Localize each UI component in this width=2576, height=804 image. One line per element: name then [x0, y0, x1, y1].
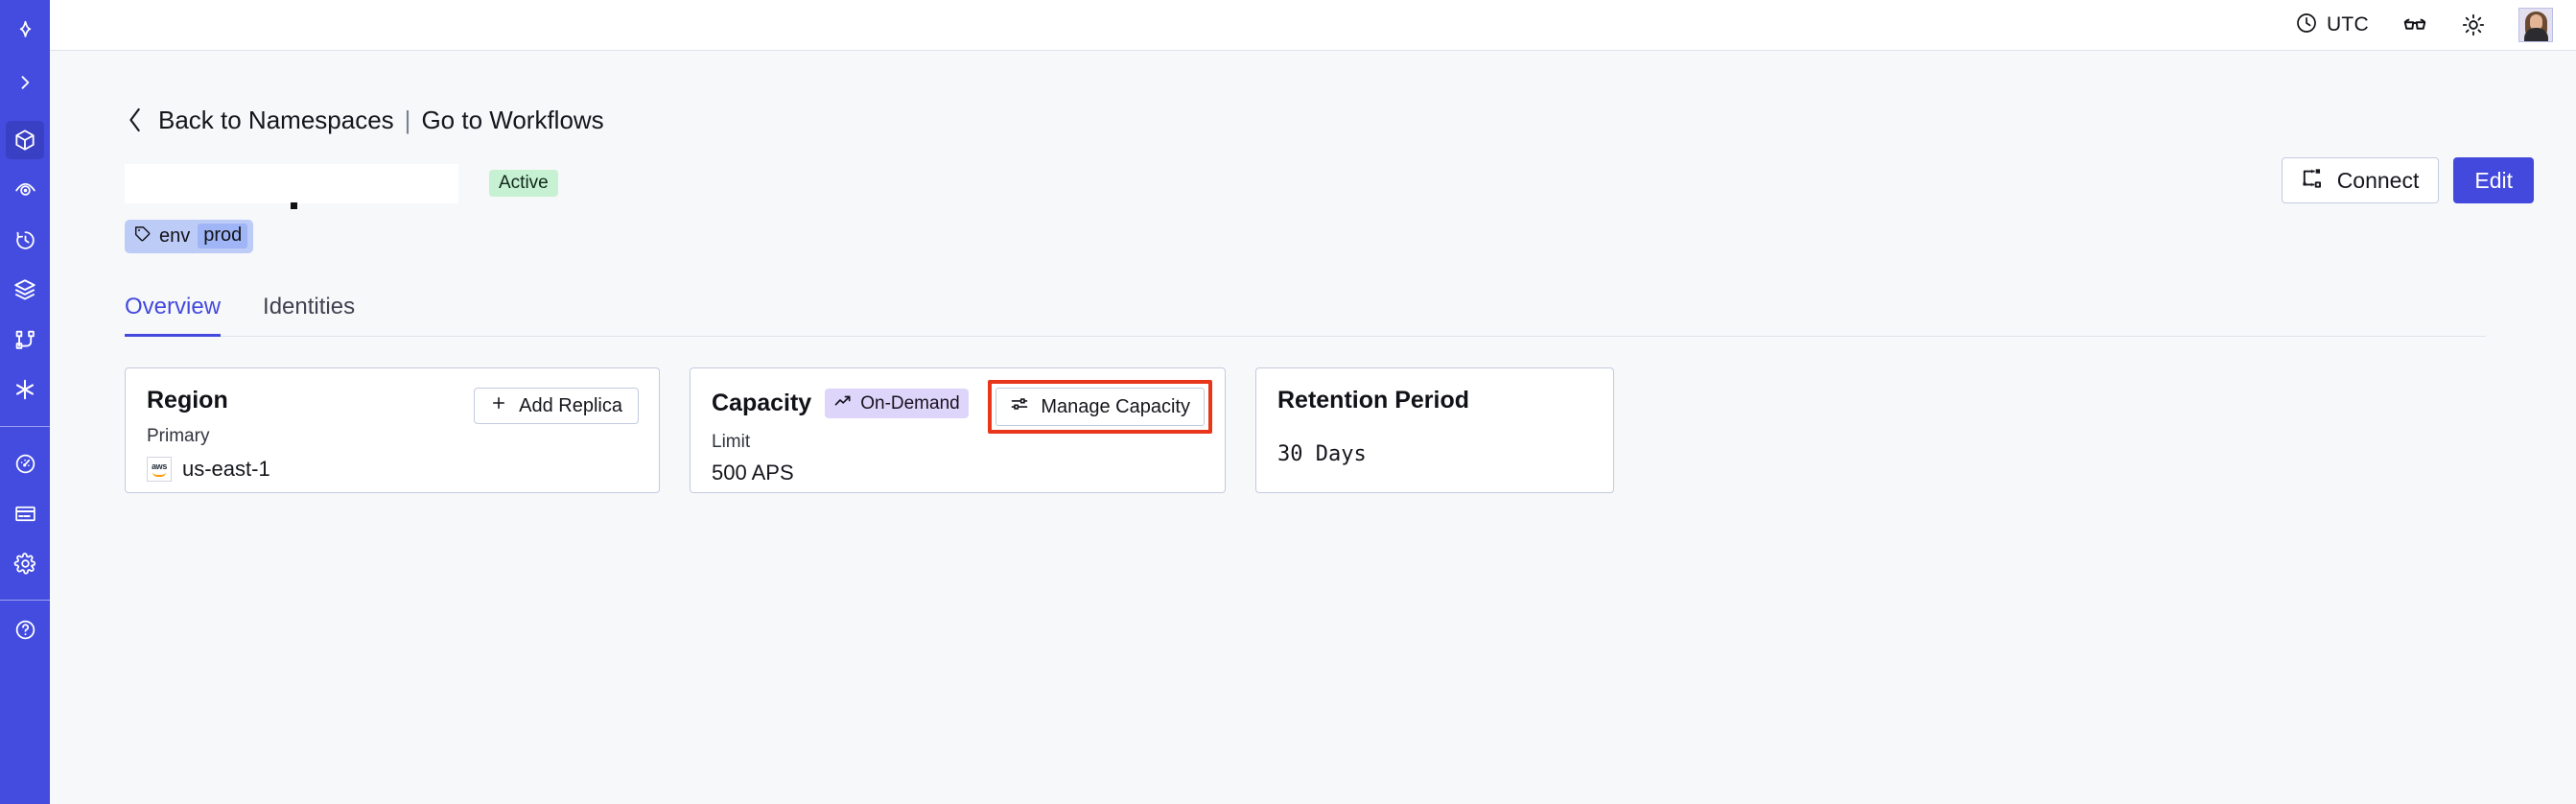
- chevron-left-icon[interactable]: [125, 105, 146, 135]
- chevron-right-icon[interactable]: [6, 63, 44, 102]
- sidebar-item-usage[interactable]: [6, 444, 44, 483]
- manage-capacity-label: Manage Capacity: [1041, 395, 1190, 417]
- reading-glasses-icon[interactable]: [2401, 12, 2428, 38]
- sidebar-item-help[interactable]: [6, 610, 44, 649]
- go-to-workflows-link[interactable]: Go to Workflows: [421, 105, 604, 134]
- status-badge: Active: [489, 169, 558, 198]
- manage-capacity-highlight: Manage Capacity: [988, 380, 1212, 434]
- retention-value: 30 Days: [1277, 442, 1367, 466]
- plus-icon: [490, 394, 507, 417]
- namespace-title-redacted: [125, 163, 458, 209]
- sidebar-item-namespaces[interactable]: [6, 121, 44, 159]
- manage-capacity-button[interactable]: Manage Capacity: [995, 388, 1205, 426]
- connect-icon: [2300, 166, 2324, 196]
- add-replica-button[interactable]: Add Replica: [474, 388, 639, 424]
- tab-overview[interactable]: Overview: [125, 294, 222, 337]
- sidebar-item-settings[interactable]: [6, 544, 44, 582]
- edit-button[interactable]: Edit: [2453, 157, 2534, 203]
- region-card: Region Add Replica Primary aws: [125, 367, 660, 493]
- tag-icon: [133, 225, 152, 248]
- tag-value: prod: [198, 224, 248, 248]
- namespace-title-row: Active Co: [125, 157, 2534, 209]
- avatar[interactable]: [2518, 8, 2553, 42]
- tab-bar: Overview Identities: [125, 286, 2486, 337]
- sidebar-divider: [0, 426, 50, 427]
- back-to-namespaces-link[interactable]: Back to Namespaces: [158, 105, 394, 134]
- aws-logo-text: aws: [151, 461, 168, 471]
- sidebar-item-nexus[interactable]: [6, 370, 44, 409]
- connect-button[interactable]: Connect: [2281, 157, 2440, 203]
- sidebar-divider-bottom: [0, 600, 50, 601]
- content-area: Back to Namespaces | Go to Workflows Act…: [50, 51, 2576, 804]
- clock-icon: [2295, 12, 2318, 39]
- tag-env[interactable]: env prod: [125, 220, 254, 253]
- sidebar-item-observability[interactable]: [6, 171, 44, 209]
- top-bar: UTC: [50, 0, 2576, 51]
- tag-key: env: [159, 225, 191, 247]
- namespace-tags: env prod: [125, 220, 2534, 253]
- sun-icon[interactable]: [2461, 12, 2486, 37]
- main-column: UTC: [50, 0, 2576, 804]
- capacity-title-label: Capacity: [712, 390, 812, 416]
- region-primary-label: Primary: [147, 426, 210, 446]
- region-card-title: Region: [147, 387, 228, 414]
- avatar-body: [2524, 28, 2548, 41]
- sidebar-item-workflows[interactable]: [6, 320, 44, 359]
- capacity-limit-value: 500 APS: [712, 461, 794, 485]
- connect-button-label: Connect: [2336, 167, 2420, 193]
- on-demand-badge: On-Demand: [825, 389, 969, 418]
- primary-sidebar: [0, 0, 50, 804]
- namespace-title-glyph-remnant: [291, 201, 297, 209]
- aws-logo-icon: aws: [147, 457, 172, 482]
- aws-logo-smile: [152, 472, 166, 477]
- sidebar-item-batch-operations[interactable]: [6, 271, 44, 309]
- timezone-selector[interactable]: UTC: [2295, 12, 2369, 39]
- add-replica-label: Add Replica: [519, 394, 622, 416]
- sidebar-item-schedules[interactable]: [6, 221, 44, 259]
- temporal-logo-icon[interactable]: [6, 10, 44, 48]
- trending-up-icon: [833, 391, 853, 414]
- tab-identities[interactable]: Identities: [263, 294, 356, 319]
- breadcrumb-separator: |: [404, 105, 411, 134]
- sliders-icon: [1010, 394, 1029, 419]
- breadcrumb: Back to Namespaces | Go to Workflows: [125, 105, 2534, 135]
- overview-cards: Region Add Replica Primary aws: [125, 367, 2534, 493]
- capacity-card-title: Capacity On-Demand: [712, 389, 1202, 418]
- capacity-card: Capacity On-Demand: [690, 367, 1226, 493]
- capacity-limit-label: Limit: [712, 432, 751, 452]
- timezone-label: UTC: [2326, 13, 2369, 35]
- avatar-face: [2530, 14, 2542, 30]
- sidebar-item-billing[interactable]: [6, 494, 44, 532]
- region-value-row: aws us-east-1: [147, 457, 636, 482]
- namespace-actions: Connect Edit: [2281, 157, 2534, 203]
- region-value: us-east-1: [182, 457, 270, 481]
- retention-card: Retention Period 30 Days: [1255, 367, 1614, 493]
- retention-card-title: Retention Period: [1277, 387, 1470, 414]
- on-demand-label: On-Demand: [860, 392, 960, 414]
